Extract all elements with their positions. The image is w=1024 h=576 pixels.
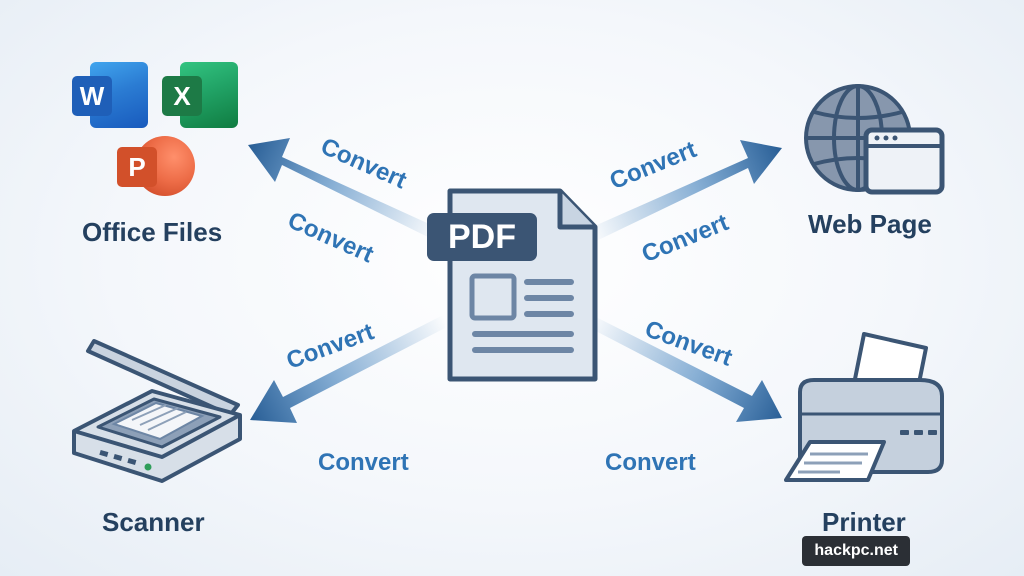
- arrow-to-web-page: [590, 140, 782, 244]
- pdf-badge: PDF: [427, 213, 537, 261]
- pdf-document-icon: PDF: [420, 183, 610, 388]
- printer-label: Printer: [822, 507, 906, 537]
- pdf-badge-text: PDF: [448, 218, 516, 256]
- globe-browser-icon: [800, 82, 950, 197]
- convert-label-scanner-bottom: Convert: [318, 449, 409, 476]
- arrow-to-scanner: [250, 314, 445, 423]
- excel-icon: X: [162, 62, 242, 128]
- word-icon: W: [72, 62, 152, 128]
- arrow-to-printer: [590, 314, 782, 422]
- scanner-icon: [62, 335, 248, 485]
- arrow-to-office-files: [248, 138, 438, 242]
- powerpoint-letter: P: [117, 147, 157, 187]
- powerpoint-icon: P: [117, 136, 197, 198]
- web-page-label: Web Page: [808, 209, 932, 239]
- office-files-label: Office Files: [82, 217, 223, 247]
- excel-letter: X: [162, 76, 202, 116]
- watermark-badge: hackpc.net: [802, 536, 910, 566]
- printer-icon: [780, 330, 950, 490]
- word-letter: W: [72, 76, 112, 116]
- convert-label-printer-bottom: Convert: [605, 449, 696, 476]
- scanner-label: Scanner: [102, 507, 205, 537]
